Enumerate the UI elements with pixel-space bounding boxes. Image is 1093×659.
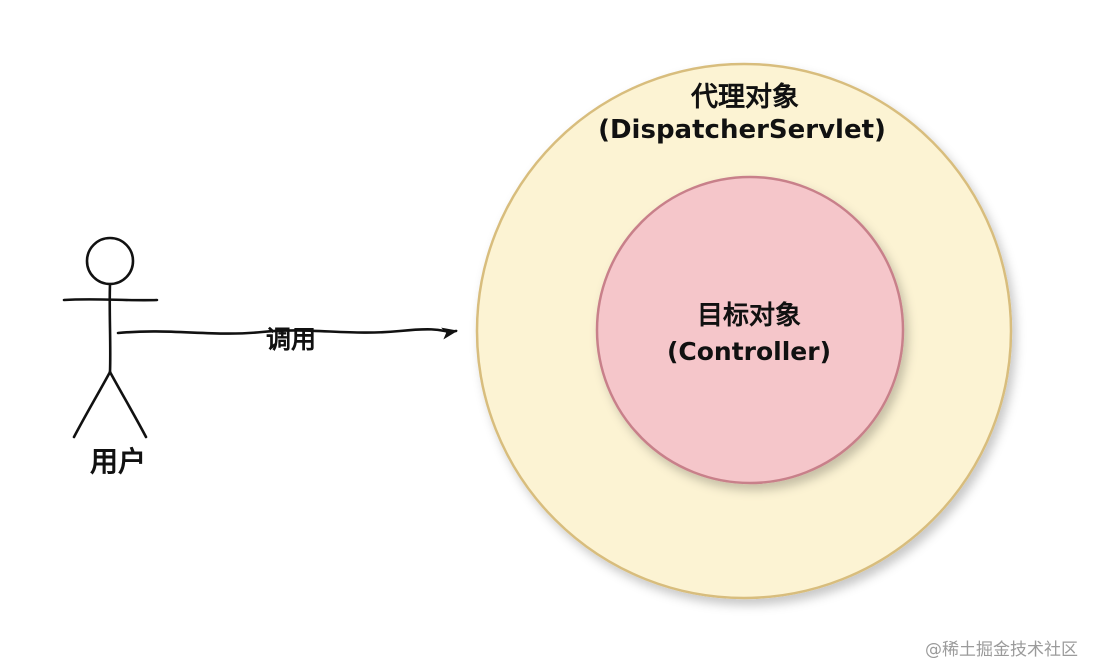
watermark: @稀土掘金技术社区 bbox=[925, 640, 1078, 659]
user-actor-label: 用户 bbox=[90, 445, 146, 478]
call-arrow-label: 调用 bbox=[266, 325, 316, 354]
call-arrow bbox=[116, 327, 458, 340]
target-object-circle bbox=[595, 175, 905, 485]
proxy-object-subtitle: (DispatcherServlet) bbox=[598, 115, 886, 145]
user-actor-figure bbox=[62, 236, 159, 439]
actor-right-leg bbox=[108, 370, 148, 439]
proxy-object-title: 代理对象 bbox=[690, 81, 799, 113]
actor-left-leg bbox=[72, 370, 112, 439]
target-object-subtitle: (Controller) bbox=[667, 337, 831, 366]
target-object-title: 目标对象 bbox=[697, 300, 801, 331]
actor-head bbox=[85, 236, 135, 286]
actor-arms bbox=[62, 298, 159, 302]
actor-body bbox=[108, 282, 112, 374]
